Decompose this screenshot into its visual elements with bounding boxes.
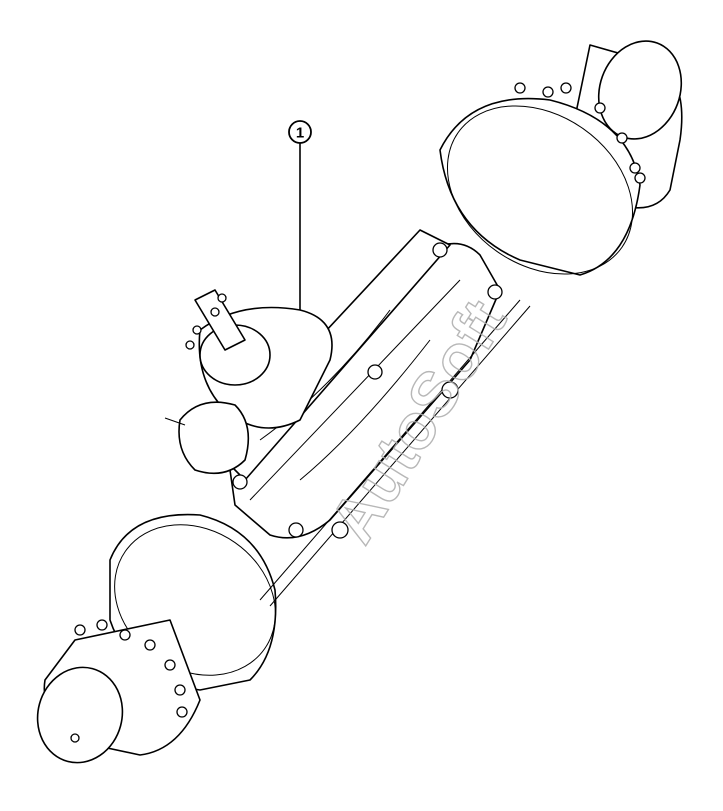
pinion-flange bbox=[185, 289, 246, 351]
callout-1: 1 bbox=[288, 120, 312, 312]
lower-hub-bolts bbox=[74, 619, 188, 718]
upper-wheel-hub bbox=[439, 40, 683, 276]
upper-hub-bolts bbox=[514, 82, 646, 184]
callout-label: 1 bbox=[296, 125, 304, 142]
tie-rods bbox=[259, 299, 531, 607]
axle-assembly bbox=[36, 40, 683, 764]
differential-housing bbox=[164, 289, 333, 475]
lower-wheel-hub bbox=[36, 513, 277, 764]
